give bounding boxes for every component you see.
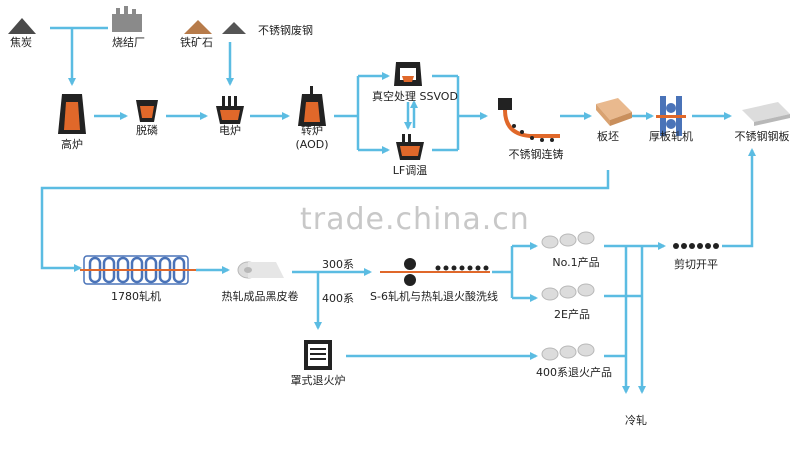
iron-ore-label: 铁矿石	[180, 36, 213, 49]
vacuum-ssvod-label: 真空处理 SSVOD	[372, 90, 458, 103]
shear-flatten-label: 剪切开平	[674, 258, 718, 271]
continuous-casting-label: 不锈钢连铸	[508, 148, 564, 161]
dephosphorization-label: 脱磷	[136, 124, 158, 137]
coke-label: 焦炭	[10, 36, 32, 49]
iron-ore-pile-icon	[184, 20, 212, 34]
blast-furnace-label: 高炉	[61, 138, 83, 151]
converter-icon	[298, 86, 326, 126]
no1-product-label: No.1产品	[552, 256, 600, 269]
slab-icon	[596, 98, 632, 126]
s6-mill-label: S-6轧机与热轧退火酸洗线	[370, 290, 498, 303]
shear-flatten-icon	[673, 243, 719, 249]
bell-annealing-furnace-icon	[304, 340, 332, 370]
ssvod-vessel-icon	[394, 62, 422, 86]
sinter-plant-label: 烧结厂	[112, 36, 145, 49]
blast-furnace-icon	[58, 94, 86, 134]
arrow-slab-down	[40, 170, 610, 272]
arrow-shear-up	[722, 148, 756, 248]
continuous-caster-icon	[498, 98, 560, 142]
stainless-plate-icon	[742, 102, 790, 126]
product-2e-label: 2E产品	[554, 308, 590, 321]
dephosphorization-ladle-icon	[136, 100, 158, 122]
annealed-400-label: 400系退火产品	[536, 366, 612, 379]
annealed-product-coils-icon	[541, 343, 595, 361]
converter-aod-label: (AOD)	[295, 138, 329, 151]
mill-1780-icon	[80, 255, 196, 285]
electric-furnace-label: 电炉	[219, 124, 241, 137]
s6-mill-icon	[380, 258, 490, 286]
hot-rolled-coil-icon	[237, 261, 284, 279]
hot-rolled-coil-label: 热轧成品黑皮卷	[221, 290, 299, 303]
converter-label: 转炉	[301, 124, 323, 137]
lf-label: LF调温	[392, 164, 428, 177]
slab-label: 板坯	[597, 130, 619, 143]
series-400-label: 400系	[322, 292, 354, 305]
plate-mill-icon	[656, 96, 686, 136]
stainless-plate-label: 不锈钢钢板	[734, 130, 790, 143]
plate-mill-label: 厚板轧机	[649, 130, 693, 143]
coke-pile-icon	[8, 18, 36, 34]
series-300-label: 300系	[322, 258, 354, 271]
no1-product-coils-icon	[541, 231, 595, 249]
electric-furnace-icon	[216, 96, 244, 124]
sinter-plant-icon	[112, 6, 142, 32]
scrap-pile-icon	[222, 22, 246, 34]
stainless-scrap-label: 不锈钢废钢	[258, 24, 313, 37]
watermark: trade.china.cn	[300, 202, 530, 237]
cold-rolling-label: 冷轧	[625, 414, 647, 427]
arrow-lines	[40, 26, 756, 394]
lf-ladle-icon	[396, 134, 424, 160]
bell-annealing-label: 罩式退火炉	[290, 374, 346, 387]
2e-product-coils-icon	[541, 283, 595, 301]
mill-1780-label: 1780轧机	[111, 290, 161, 303]
